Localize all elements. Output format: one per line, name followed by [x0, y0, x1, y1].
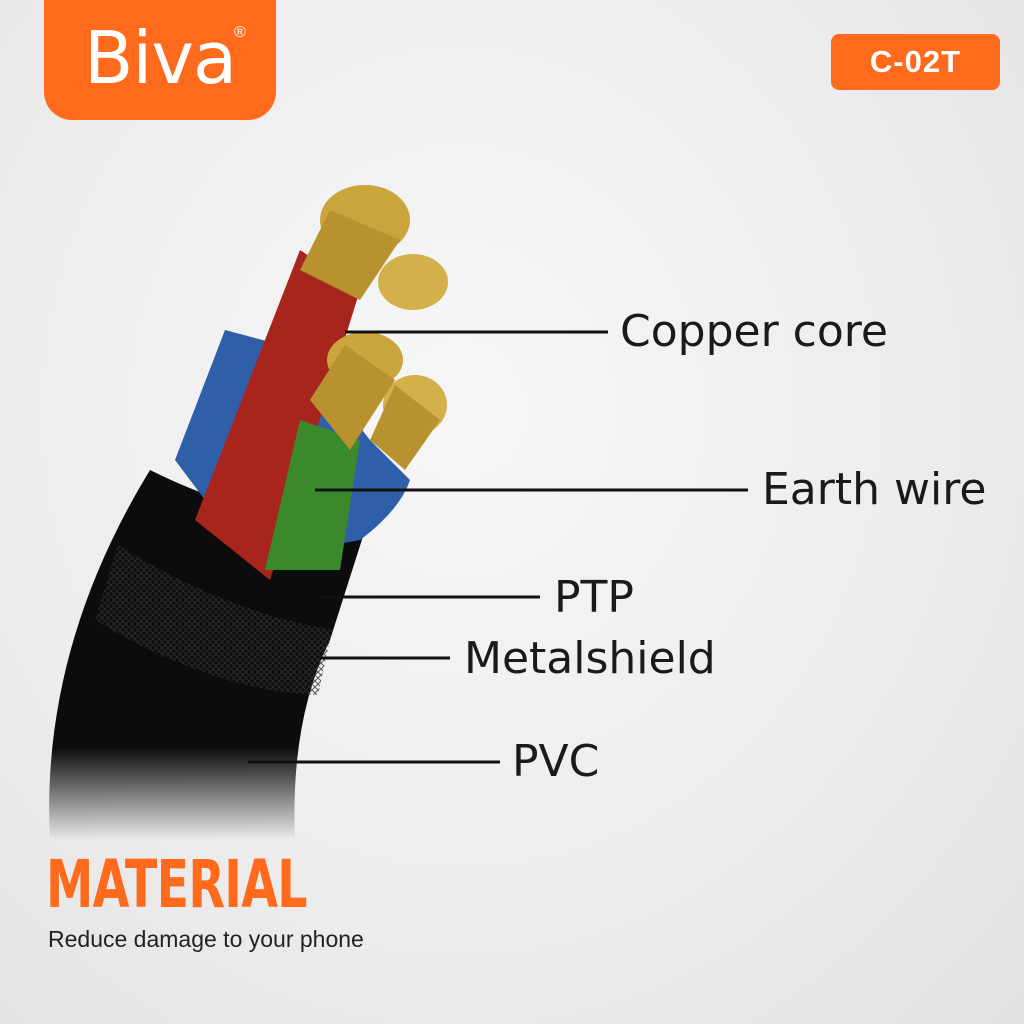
- label-ptp: PTP: [554, 572, 634, 623]
- red-wire: [195, 250, 360, 580]
- registered-mark: ®: [234, 24, 246, 41]
- label-copper-core: Copper core: [620, 306, 888, 357]
- brand-logo: Biva ®: [44, 0, 276, 120]
- metal-shield: [95, 545, 332, 695]
- green-wire: [265, 420, 360, 570]
- leader-lines: [248, 330, 748, 764]
- label-pvc: PVC: [512, 736, 600, 787]
- label-earth-wire: Earth wire: [762, 464, 987, 515]
- subtitle: Reduce damage to your phone: [48, 926, 364, 952]
- brand-name: Biva: [84, 16, 237, 100]
- heading: MATERIAL: [46, 846, 308, 923]
- label-metalshield: Metalshield: [464, 633, 716, 684]
- model-badge: C-02T: [831, 34, 1000, 90]
